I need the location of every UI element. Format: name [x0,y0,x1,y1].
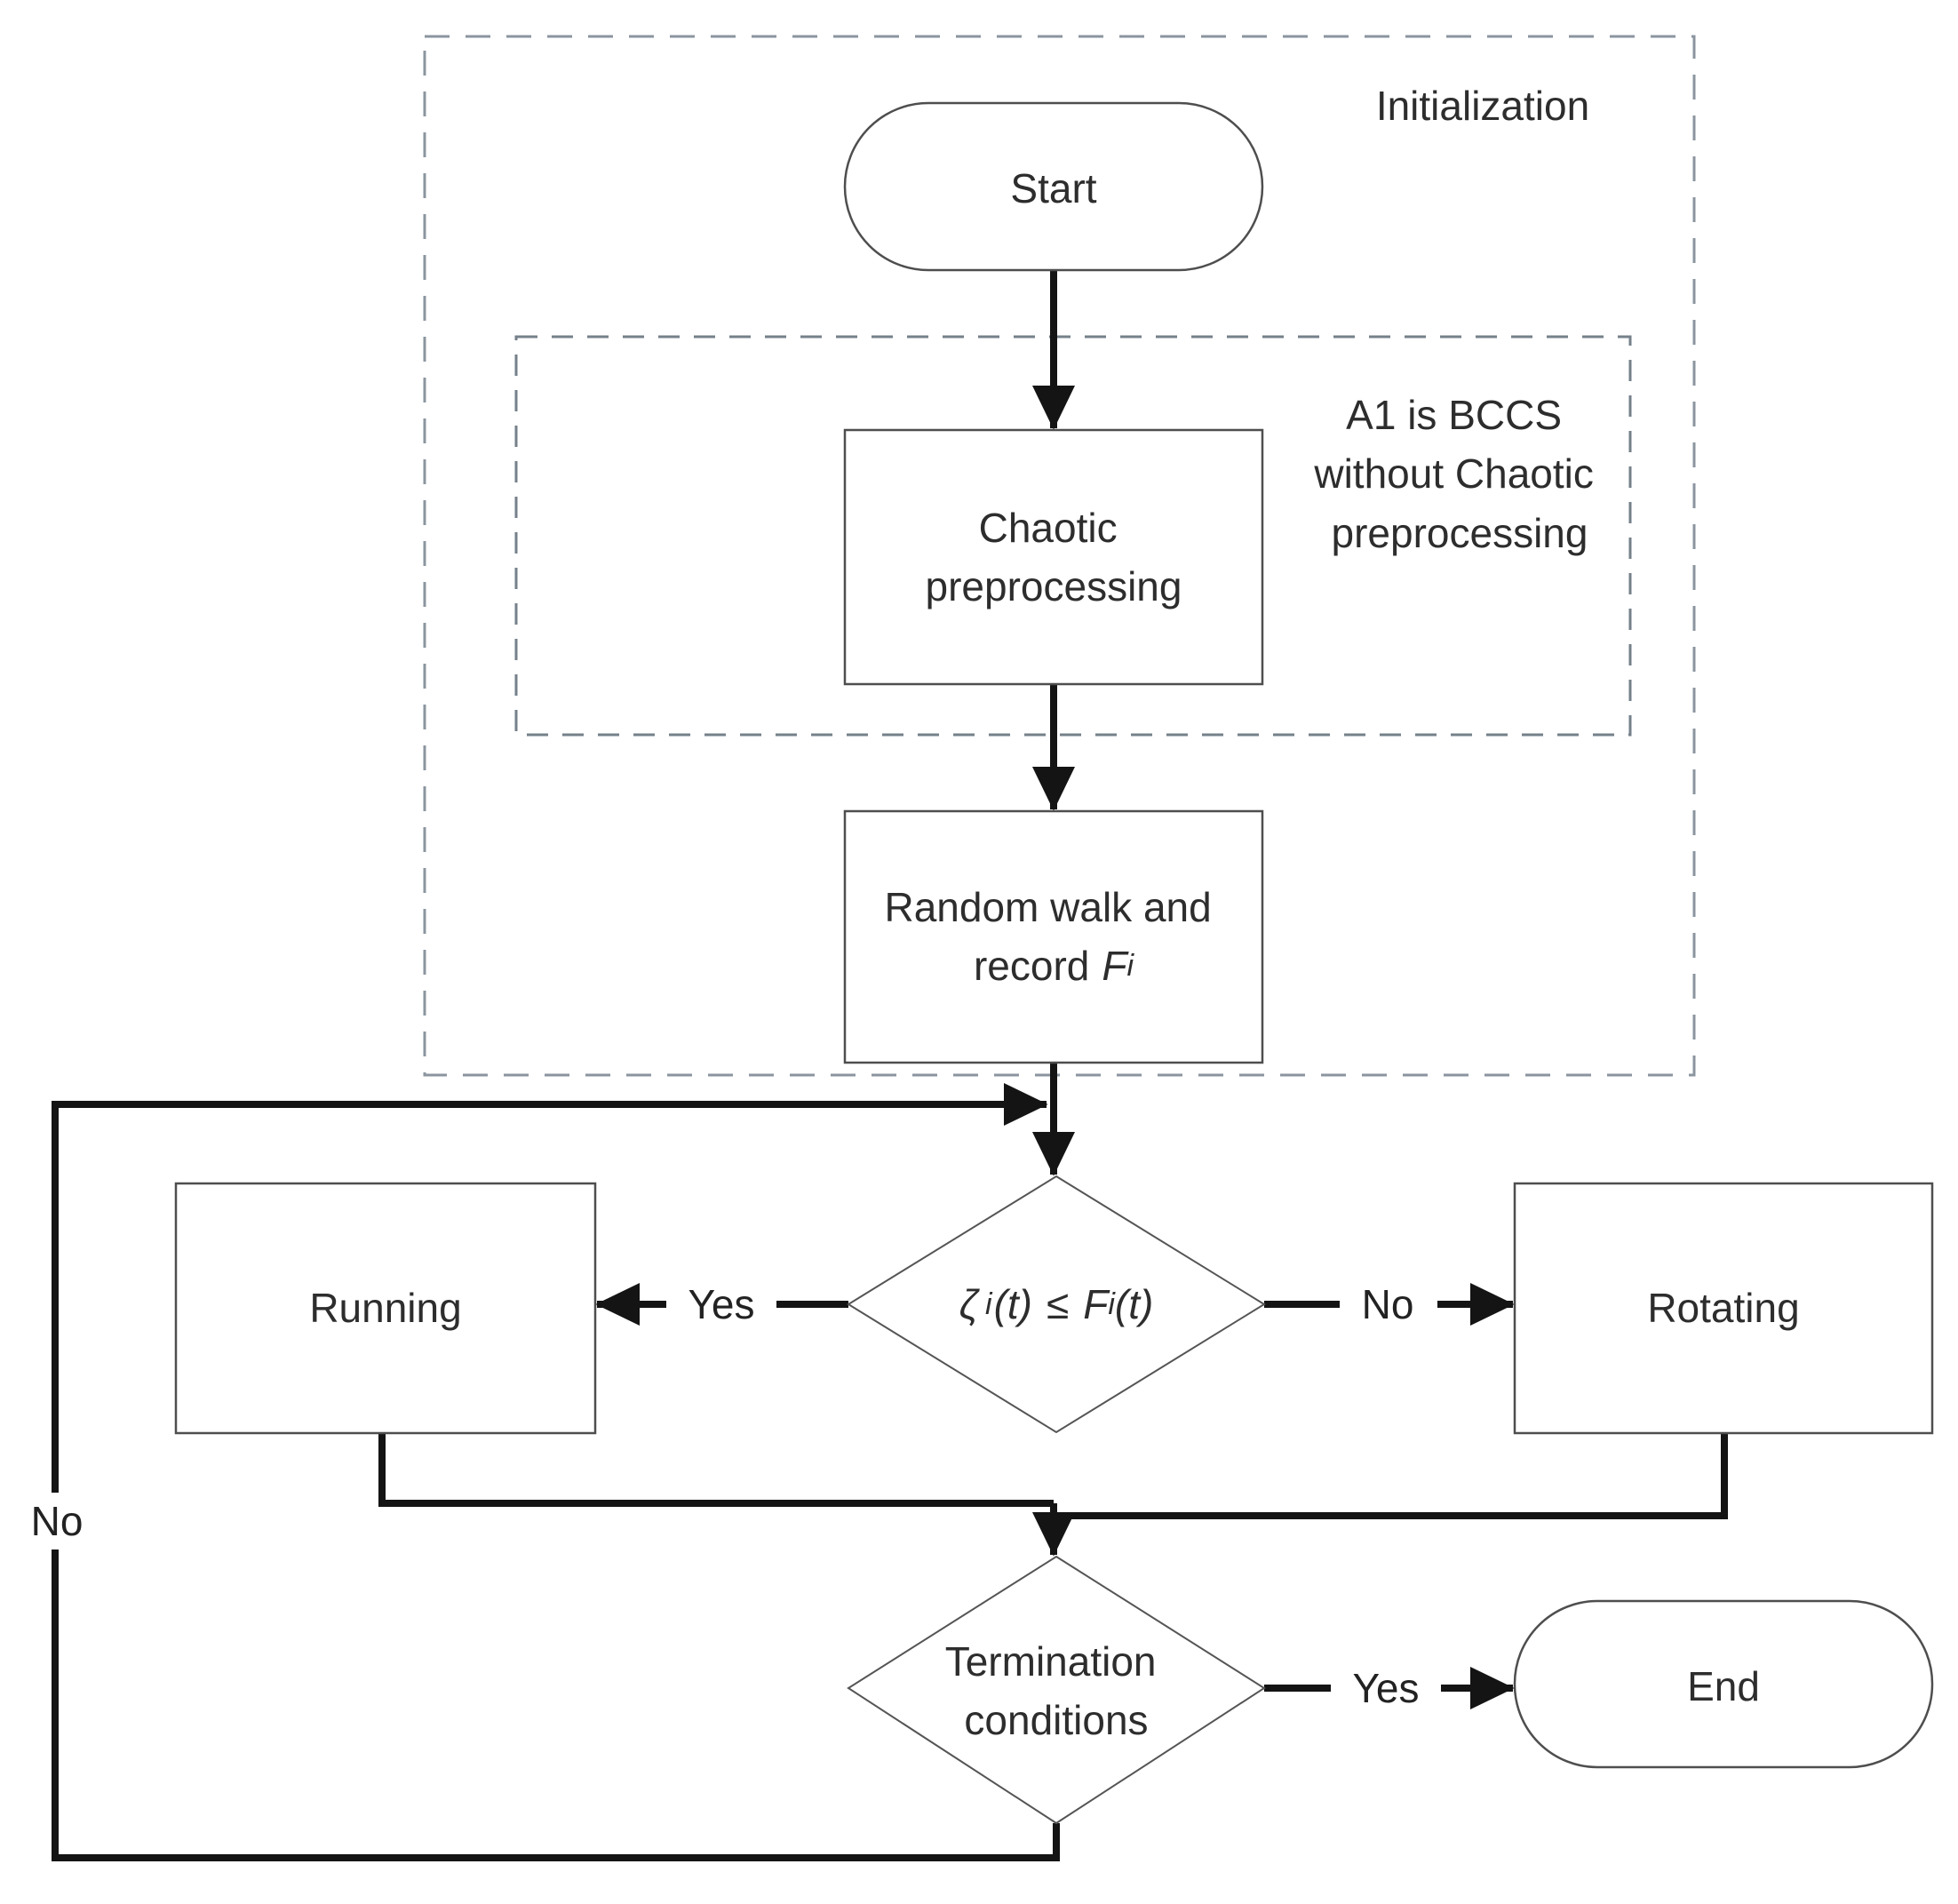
fitness-yes-label-bg [666,1279,776,1331]
start-node-label: Start [1010,165,1096,211]
fitness-decision-node [847,1175,1266,1434]
end-node-label: End [1687,1663,1760,1709]
fitness-no-label-bg [1340,1279,1437,1331]
chaotic-preprocessing-node [843,428,1264,686]
start-node [843,101,1264,272]
termination-yes-label-bg [1331,1663,1441,1715]
a1-note-region-box [514,335,1632,737]
fitness-no-edge-label: No [1362,1281,1414,1327]
rotating-node [1513,1182,1934,1435]
end-node [1513,1599,1934,1769]
loop-no-edge-label: No [31,1498,84,1544]
edge-running-to-merge [378,1433,1054,1507]
edge-no-loop-return [52,1083,1060,1861]
termination-yes-edge-label: Yes [1352,1665,1419,1711]
a1-note-label: A1 is BCCS without Chaotic preprocessing [1313,378,1604,556]
termination-decision-node-label: Termination conditions [945,1624,1168,1743]
running-node [174,1182,597,1435]
fitness-yes-edge-label: Yes [688,1281,754,1327]
running-node-label: Running [309,1285,461,1331]
edge-rotating-to-merge [1054,1433,1728,1519]
loop-no-label-bg [12,1493,108,1549]
termination-decision-node [847,1555,1266,1825]
random-walk-node [843,809,1264,1064]
initialization-region-box [423,35,1696,1077]
chaotic-preprocessing-node-label: Chaotic preprocessing [926,490,1182,609]
rotating-node-label: Rotating [1647,1285,1799,1331]
initialization-region-label: Initialization [1376,83,1589,129]
